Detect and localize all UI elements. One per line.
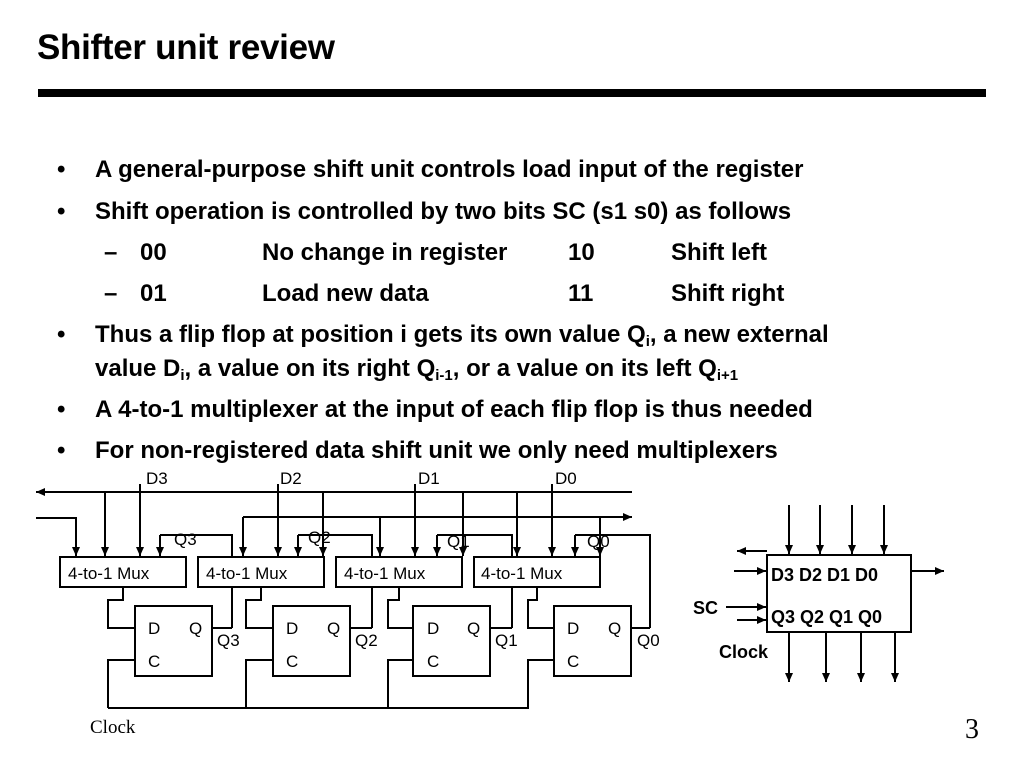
bullet-3-line1: Thus a flip flop at position i gets its … [95, 321, 829, 350]
circuit-wire [107, 587, 135, 629]
block-outputs-label: Q3 Q2 Q1 Q0 [771, 607, 882, 627]
bullet-dot: • [57, 437, 66, 464]
circuit-wire [437, 534, 513, 628]
sub-bullet-dash: – [104, 280, 118, 307]
circuit-wire [726, 505, 944, 682]
circuit-wire [412, 605, 491, 677]
feedback-q2-label: Q2 [308, 528, 331, 547]
feedback-q0-label: Q0 [587, 532, 610, 551]
input-d0-label: D0 [555, 469, 577, 488]
mux-2-label: 4-to-1 Mux [206, 564, 288, 583]
circuit-wire [59, 556, 187, 588]
mux-1-label: 4-to-1 Mux [344, 564, 426, 583]
ff3-q-label: Q [189, 619, 202, 638]
ff2-q-label: Q [327, 619, 340, 638]
ff2-c-label: C [286, 652, 298, 671]
ff1-output-label: Q1 [495, 631, 518, 650]
circuit-wire [335, 556, 463, 588]
circuit-wire [553, 605, 632, 677]
ff3-output-label: Q3 [217, 631, 240, 650]
feedback-q1-label: Q1 [447, 532, 470, 551]
bullet-dot: • [57, 198, 66, 225]
ff1-d-label: D [427, 619, 439, 638]
circuit-wire [388, 659, 554, 709]
circuit-wire [387, 587, 413, 629]
circuit-wire [134, 605, 213, 677]
block-sc-label: SC [693, 598, 718, 618]
bullet-3-line2: value Di, a value on its right Qi-1, or … [95, 355, 739, 384]
bullet-1: A general-purpose shift unit controls lo… [95, 156, 804, 183]
block-clock-label: Clock [719, 642, 769, 662]
circuit-wire [575, 534, 651, 628]
input-d3-label: D3 [146, 469, 168, 488]
circuit-wire [272, 605, 351, 677]
mux-0-label: 4-to-1 Mux [481, 564, 563, 583]
circuit-wire [527, 587, 554, 629]
circuit-wire [766, 554, 912, 633]
bullet-dot: • [57, 156, 66, 183]
circuit-wire [36, 517, 80, 556]
ff2-d-label: D [286, 619, 298, 638]
bullet-4: A 4-to-1 multiplexer at the input of eac… [95, 396, 813, 423]
ff0-output-label: Q0 [637, 631, 660, 650]
bullet-2: Shift operation is controlled by two bit… [95, 198, 792, 225]
circuit-wire [473, 556, 601, 588]
sub2-code1: 01 [140, 280, 167, 307]
sub-bullet-dash: – [104, 239, 118, 266]
sub2-code2: 11 [568, 280, 594, 307]
circuit-wire [197, 556, 325, 588]
circuit-wire [108, 659, 273, 709]
ff2-output-label: Q2 [355, 631, 378, 650]
ff3-d-label: D [148, 619, 160, 638]
page-number: 3 [965, 714, 979, 745]
circuit-wire: D Q C D Q C D Q C D Q C Q3 Q2 Q1 Q0 [148, 619, 660, 671]
slide-title: Shifter unit review [37, 28, 335, 67]
sub1-desc1: No change in register [262, 239, 508, 266]
circuit-wire [107, 659, 135, 708]
bullet-dot: • [57, 321, 66, 348]
block-inputs-label: D3 D2 D1 D0 [771, 565, 878, 585]
ff1-c-label: C [427, 652, 439, 671]
feedback-q3-label: Q3 [174, 530, 197, 549]
circuit-wire [246, 659, 413, 709]
bullet-5: For non-registered data shift unit we on… [95, 437, 778, 464]
circuit-clock-label: Clock [90, 717, 136, 738]
circuit-wire [245, 587, 273, 629]
title-rule [38, 89, 986, 97]
input-d1-label: D1 [418, 469, 440, 488]
sub2-desc1: Load new data [262, 280, 429, 307]
ff0-q-label: Q [608, 619, 621, 638]
bullet-list: • A general-purpose shift unit controls … [57, 156, 829, 464]
ff0-d-label: D [567, 619, 579, 638]
sub1-desc2: Shift left [671, 239, 767, 266]
input-d2-label: D2 [280, 469, 302, 488]
ff1-q-label: Q [467, 619, 480, 638]
mux-3-label: 4-to-1 Mux [68, 564, 150, 583]
circuit-wire [160, 534, 233, 628]
bullet-dot: • [57, 396, 66, 423]
circuit-wire [298, 534, 373, 628]
circuit-wire [36, 484, 651, 709]
sub1-code2: 10 [568, 239, 595, 266]
sub1-code1: 00 [140, 239, 167, 266]
sub2-desc2: Shift right [671, 280, 785, 307]
ff0-c-label: C [567, 652, 579, 671]
ff3-c-label: C [148, 652, 160, 671]
